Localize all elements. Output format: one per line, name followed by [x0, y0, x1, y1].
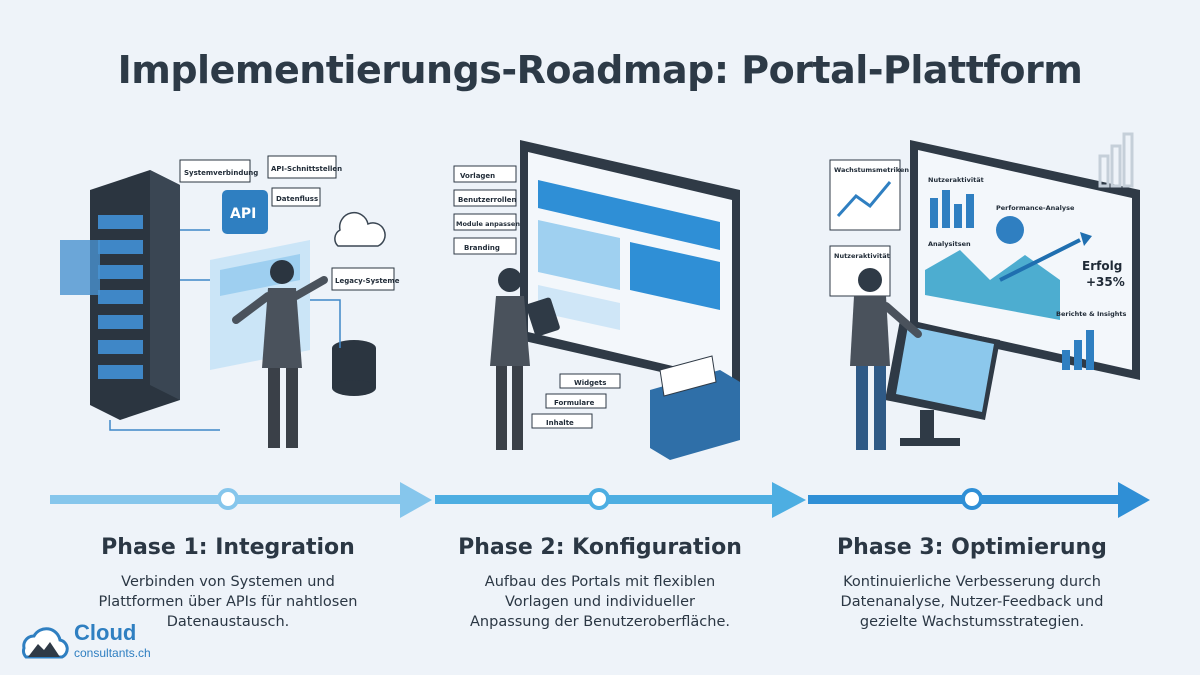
- opt-label-analyse: Analysitsen: [928, 240, 971, 248]
- svg-text:Legacy-Systeme: Legacy-Systeme: [335, 277, 400, 285]
- page-title: Implementierungs-Roadmap: Portal-Plattfo…: [117, 48, 1083, 92]
- svg-text:Nutzeraktivität: Nutzeraktivität: [834, 252, 890, 260]
- timeline-arrow-1: [400, 482, 432, 518]
- timeline-node-1: [217, 488, 239, 510]
- optimization-illustration: Wachstumsmetriken Nutzeraktivität Nutzer…: [800, 120, 1160, 480]
- integration-label-1: Systemverbindung: [179, 159, 258, 183]
- phase-3: Phase 3: Optimierung Kontinuierliche Ver…: [792, 535, 1152, 632]
- success-value: +35%: [1086, 275, 1125, 289]
- cloud-mountain-icon: [22, 627, 69, 659]
- svg-text:Branding: Branding: [464, 244, 500, 252]
- svg-text:Benutzerrollen: Benutzerrollen: [458, 196, 516, 204]
- opt-label-performance: Performance-Analyse: [996, 204, 1075, 212]
- phase-1-title: Phase 1: Integration: [101, 535, 355, 560]
- integration-label-4: Legacy-Systeme: [331, 267, 400, 291]
- svg-text:API-Schnittstellen: API-Schnittstellen: [271, 165, 342, 173]
- phase-2-title: Phase 2: Konfiguration: [458, 535, 742, 560]
- phase-3-description: Kontinuierliche Verbesserung durch Daten…: [840, 574, 1104, 630]
- config-label-branding: Branding: [453, 237, 517, 255]
- phase-2: Phase 2: Konfiguration Aufbau des Portal…: [420, 535, 780, 632]
- config-label-vorlagen: Vorlagen: [453, 165, 517, 183]
- config-label-benutzerrollen: Benutzerrollen: [453, 189, 517, 207]
- phase-1: Phase 1: Integration Verbinden von Syste…: [48, 535, 408, 632]
- svg-text:Inhalte: Inhalte: [546, 419, 574, 427]
- phase-2-description: Aufbau des Portals mit flexiblen Vorlage…: [470, 574, 730, 630]
- svg-text:Systemverbindung: Systemverbindung: [184, 169, 258, 177]
- timeline-arrow-2: [772, 482, 806, 518]
- opt-label-nutzer-2: Nutzeraktivität: [928, 176, 984, 184]
- integration-label-2: API-Schnittstellen: [267, 155, 342, 179]
- timeline-node-3: [961, 488, 983, 510]
- opt-label-berichte: Berichte & Insights: [1056, 310, 1127, 318]
- opt-label-wachstum: Wachstumsmetriken: [829, 159, 909, 231]
- config-tag-inhalte: Inhalte: [531, 413, 593, 429]
- logo-name: Cloud: [74, 620, 137, 645]
- config-label-module: Module anpassen: [453, 213, 520, 231]
- svg-text:Module anpassen: Module anpassen: [456, 220, 520, 228]
- integration-illustration: API Systemverbindung API-Schnittstellen …: [40, 120, 400, 480]
- svg-text:Datenfluss: Datenfluss: [276, 195, 318, 203]
- timeline: [50, 482, 1150, 518]
- integration-label-3: Datenfluss: [271, 187, 321, 207]
- timeline-arrow-3: [1118, 482, 1150, 518]
- configuration-illustration: Vorlagen Benutzerrollen Module anpassen …: [420, 120, 780, 480]
- success-label: Erfolg: [1082, 259, 1122, 273]
- api-chip-label: API: [230, 206, 256, 222]
- cloudconsultants-logo: Cloud consultants.ch: [16, 620, 176, 668]
- opt-label-nutzer: Nutzeraktivität: [829, 245, 891, 297]
- svg-text:Widgets: Widgets: [574, 379, 606, 387]
- svg-text:Formulare: Formulare: [554, 399, 595, 407]
- timeline-node-2: [588, 488, 610, 510]
- phase-1-description: Verbinden von Systemen und Plattformen ü…: [98, 574, 358, 630]
- svg-text:Wachstumsmetriken: Wachstumsmetriken: [834, 166, 909, 174]
- config-tag-widgets: Widgets: [559, 373, 621, 389]
- svg-text:Vorlagen: Vorlagen: [460, 172, 495, 180]
- phase-3-title: Phase 3: Optimierung: [837, 535, 1107, 560]
- logo-subtitle: consultants.ch: [74, 646, 151, 660]
- config-tag-formulare: Formulare: [545, 393, 607, 409]
